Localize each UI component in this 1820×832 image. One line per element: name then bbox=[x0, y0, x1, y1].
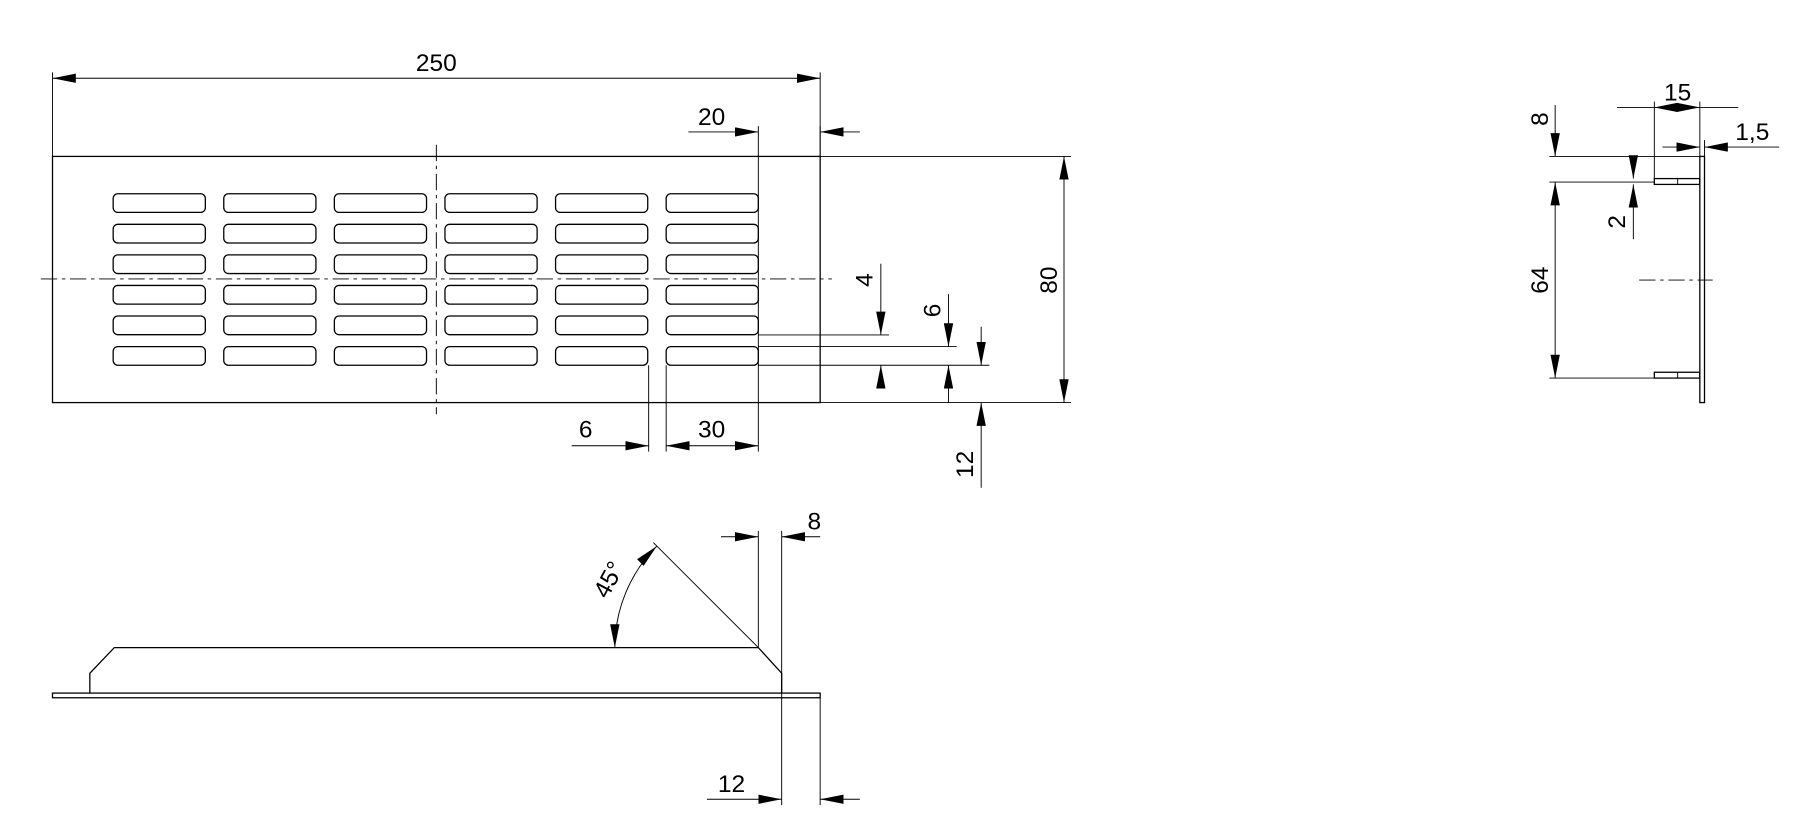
base-plate bbox=[51, 692, 821, 699]
vent-slot bbox=[444, 193, 538, 214]
dimension-label: 1,5 bbox=[1735, 119, 1769, 146]
dimension-label: 12 bbox=[718, 771, 745, 798]
vent-slot bbox=[444, 254, 538, 275]
dimension-slot-height: 4 bbox=[852, 263, 886, 389]
vent-slot bbox=[444, 223, 538, 244]
vent-slot bbox=[112, 284, 206, 305]
dimension-label: 15 bbox=[1664, 79, 1691, 106]
dimension-height: 80 bbox=[820, 155, 1071, 404]
vent-slot bbox=[223, 315, 317, 336]
vent-slot bbox=[112, 223, 206, 244]
vent-slot bbox=[665, 345, 759, 366]
dimension-label: 30 bbox=[698, 417, 725, 444]
vent-slot bbox=[554, 193, 649, 214]
dimension-width: 250 bbox=[52, 50, 821, 157]
vent-slot bbox=[554, 315, 649, 336]
dimension-label: 8 bbox=[1527, 112, 1554, 126]
profile-outline bbox=[89, 646, 783, 694]
vent-slot bbox=[223, 193, 317, 214]
vent-slot bbox=[223, 284, 317, 305]
dimension-label: 45° bbox=[589, 557, 630, 602]
vent-slot bbox=[333, 315, 428, 336]
vent-slot bbox=[112, 254, 206, 275]
slot-grid bbox=[112, 193, 759, 366]
vent-slot bbox=[333, 345, 428, 366]
dimension-flange-thickness: 2 bbox=[1604, 155, 1639, 240]
dimension-label: 2 bbox=[1604, 215, 1631, 229]
vent-slot bbox=[444, 345, 538, 366]
front-view: 250 20 80 4 6 bbox=[40, 50, 1071, 488]
bottom-flange bbox=[1653, 371, 1701, 379]
dimension-depth: 15 bbox=[1617, 79, 1739, 113]
vent-slot bbox=[333, 254, 428, 275]
vent-slot bbox=[665, 193, 759, 214]
dimension-angle: 45° bbox=[589, 545, 658, 648]
vent-slot bbox=[333, 223, 428, 244]
vent-slot bbox=[223, 223, 317, 244]
dimension-label: 80 bbox=[1036, 266, 1063, 293]
dimension-plate-thickness: 1,5 bbox=[1662, 119, 1780, 152]
dimension-slot-spacing: 6 30 bbox=[571, 365, 759, 452]
vent-slot bbox=[554, 284, 649, 305]
dimension-edge-offset: 20 bbox=[688, 104, 860, 452]
dimension-label: 12 bbox=[952, 451, 979, 478]
end-plate bbox=[1699, 155, 1706, 404]
vent-slot bbox=[665, 223, 759, 244]
vent-slot bbox=[112, 193, 206, 214]
dimension-flange-offset: 8 64 bbox=[1527, 105, 1560, 379]
vent-slot bbox=[444, 284, 538, 305]
vent-slot bbox=[554, 345, 649, 366]
vent-slot bbox=[223, 345, 317, 366]
top-flange bbox=[1653, 177, 1701, 186]
vent-slot bbox=[112, 345, 206, 366]
vent-slot bbox=[665, 254, 759, 275]
dimension-label: 6 bbox=[579, 417, 593, 444]
dimension-overhang: 12 bbox=[707, 771, 860, 804]
end-view: 15 1,5 8 64 2 bbox=[1527, 79, 1780, 404]
dimension-label: 8 bbox=[808, 509, 822, 536]
dimension-slot-pitch: 6 bbox=[919, 294, 954, 403]
dimension-flange: 8 bbox=[721, 509, 822, 542]
vent-slot bbox=[333, 193, 428, 214]
dimension-label: 20 bbox=[698, 104, 725, 131]
vent-slot bbox=[223, 254, 317, 275]
vent-slot bbox=[333, 284, 428, 305]
vent-slot bbox=[112, 315, 206, 336]
vent-slot bbox=[554, 223, 649, 244]
vent-slot bbox=[444, 315, 538, 336]
dimension-label: 250 bbox=[416, 50, 457, 77]
vent-slot bbox=[665, 284, 759, 305]
dimension-label: 6 bbox=[919, 304, 946, 318]
dimension-label: 64 bbox=[1527, 266, 1554, 293]
vent-slot bbox=[554, 254, 649, 275]
side-view: 45° 8 12 bbox=[51, 509, 860, 806]
vent-slot bbox=[665, 315, 759, 336]
dimension-bottom-margin: 12 bbox=[952, 326, 986, 488]
dimension-label: 4 bbox=[852, 273, 879, 287]
